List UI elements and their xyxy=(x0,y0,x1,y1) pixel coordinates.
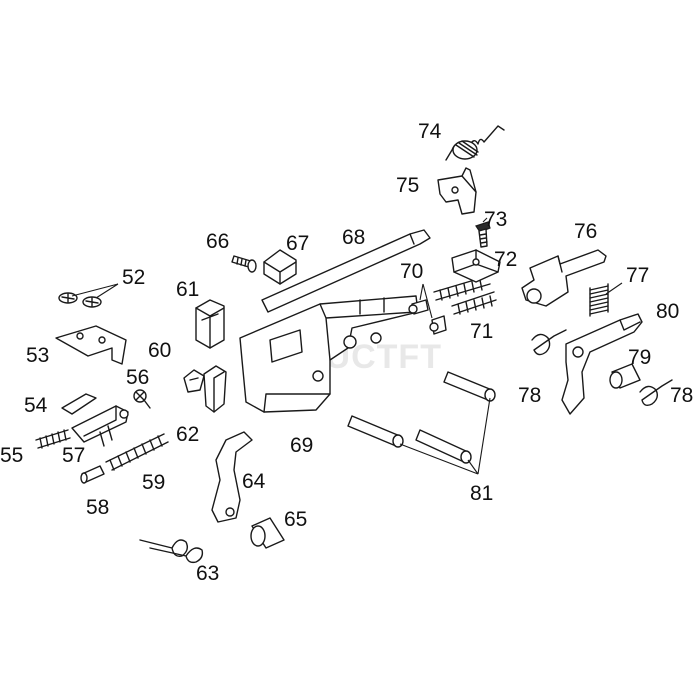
label-66: 66 xyxy=(206,230,229,253)
part-74-spring xyxy=(445,125,505,161)
part-78-clip-a xyxy=(531,329,567,356)
label-81: 81 xyxy=(470,482,493,505)
label-64: 64 xyxy=(242,470,266,493)
part-67-block xyxy=(263,249,297,285)
part-78-clip-b xyxy=(639,379,673,407)
label-57: 57 xyxy=(62,444,85,467)
part-77-spring xyxy=(589,283,609,317)
label-74: 74 xyxy=(418,120,442,143)
label-70: 70 xyxy=(400,260,423,283)
label-77: 77 xyxy=(626,264,649,287)
label-63: 63 xyxy=(196,562,219,585)
part-79-sleeve xyxy=(609,363,641,389)
part-52-screws xyxy=(58,292,102,308)
label-52: 52 xyxy=(122,266,145,289)
part-63-springs xyxy=(139,539,204,564)
label-78-b: 78 xyxy=(670,384,693,407)
part-62-latch xyxy=(203,365,227,413)
label-59: 59 xyxy=(142,471,165,494)
label-55: 55 xyxy=(0,444,23,467)
part-53-plate xyxy=(55,325,127,365)
part-80-trigger xyxy=(561,313,643,415)
part-76-selector xyxy=(521,249,607,307)
label-75: 75 xyxy=(396,174,419,197)
label-68: 68 xyxy=(342,226,365,249)
part-61-block xyxy=(195,299,225,349)
part-73-screw xyxy=(475,221,491,248)
label-69: 69 xyxy=(290,434,313,457)
part-57-block xyxy=(71,405,129,447)
label-72: 72 xyxy=(494,248,517,271)
part-68-rail xyxy=(261,229,431,313)
part-64-lever xyxy=(211,431,253,523)
part-71-springs xyxy=(433,275,497,315)
part-60-lever xyxy=(183,369,205,393)
label-73: 73 xyxy=(484,208,507,231)
part-72-block xyxy=(451,249,501,283)
part-65-sleeve xyxy=(250,517,285,549)
part-55-spring xyxy=(35,429,71,449)
label-76: 76 xyxy=(574,220,597,243)
label-79: 79 xyxy=(628,346,651,369)
label-61: 61 xyxy=(176,278,199,301)
part-75-bracket xyxy=(437,167,477,215)
part-number-labels: 52 53 54 55 56 57 58 59 60 61 62 63 64 6… xyxy=(0,120,693,585)
part-66-screw xyxy=(231,255,257,273)
part-70-pins xyxy=(408,299,447,335)
label-62: 62 xyxy=(176,423,199,446)
label-60: 60 xyxy=(148,339,171,362)
part-58-pin xyxy=(80,465,105,484)
label-65: 65 xyxy=(284,508,307,531)
part-56-screw xyxy=(133,389,151,409)
label-71: 71 xyxy=(470,320,493,343)
leader-lines xyxy=(71,217,623,475)
label-67: 67 xyxy=(286,232,309,255)
part-81-pins xyxy=(347,371,496,464)
part-69-frame xyxy=(239,295,419,413)
part-54-wedge xyxy=(61,393,97,415)
label-78-a: 78 xyxy=(518,384,541,407)
label-80: 80 xyxy=(656,300,679,323)
part-59-spring xyxy=(105,433,169,471)
label-56: 56 xyxy=(126,366,149,389)
label-54: 54 xyxy=(24,394,48,417)
label-53: 53 xyxy=(26,344,49,367)
label-58: 58 xyxy=(86,496,109,519)
